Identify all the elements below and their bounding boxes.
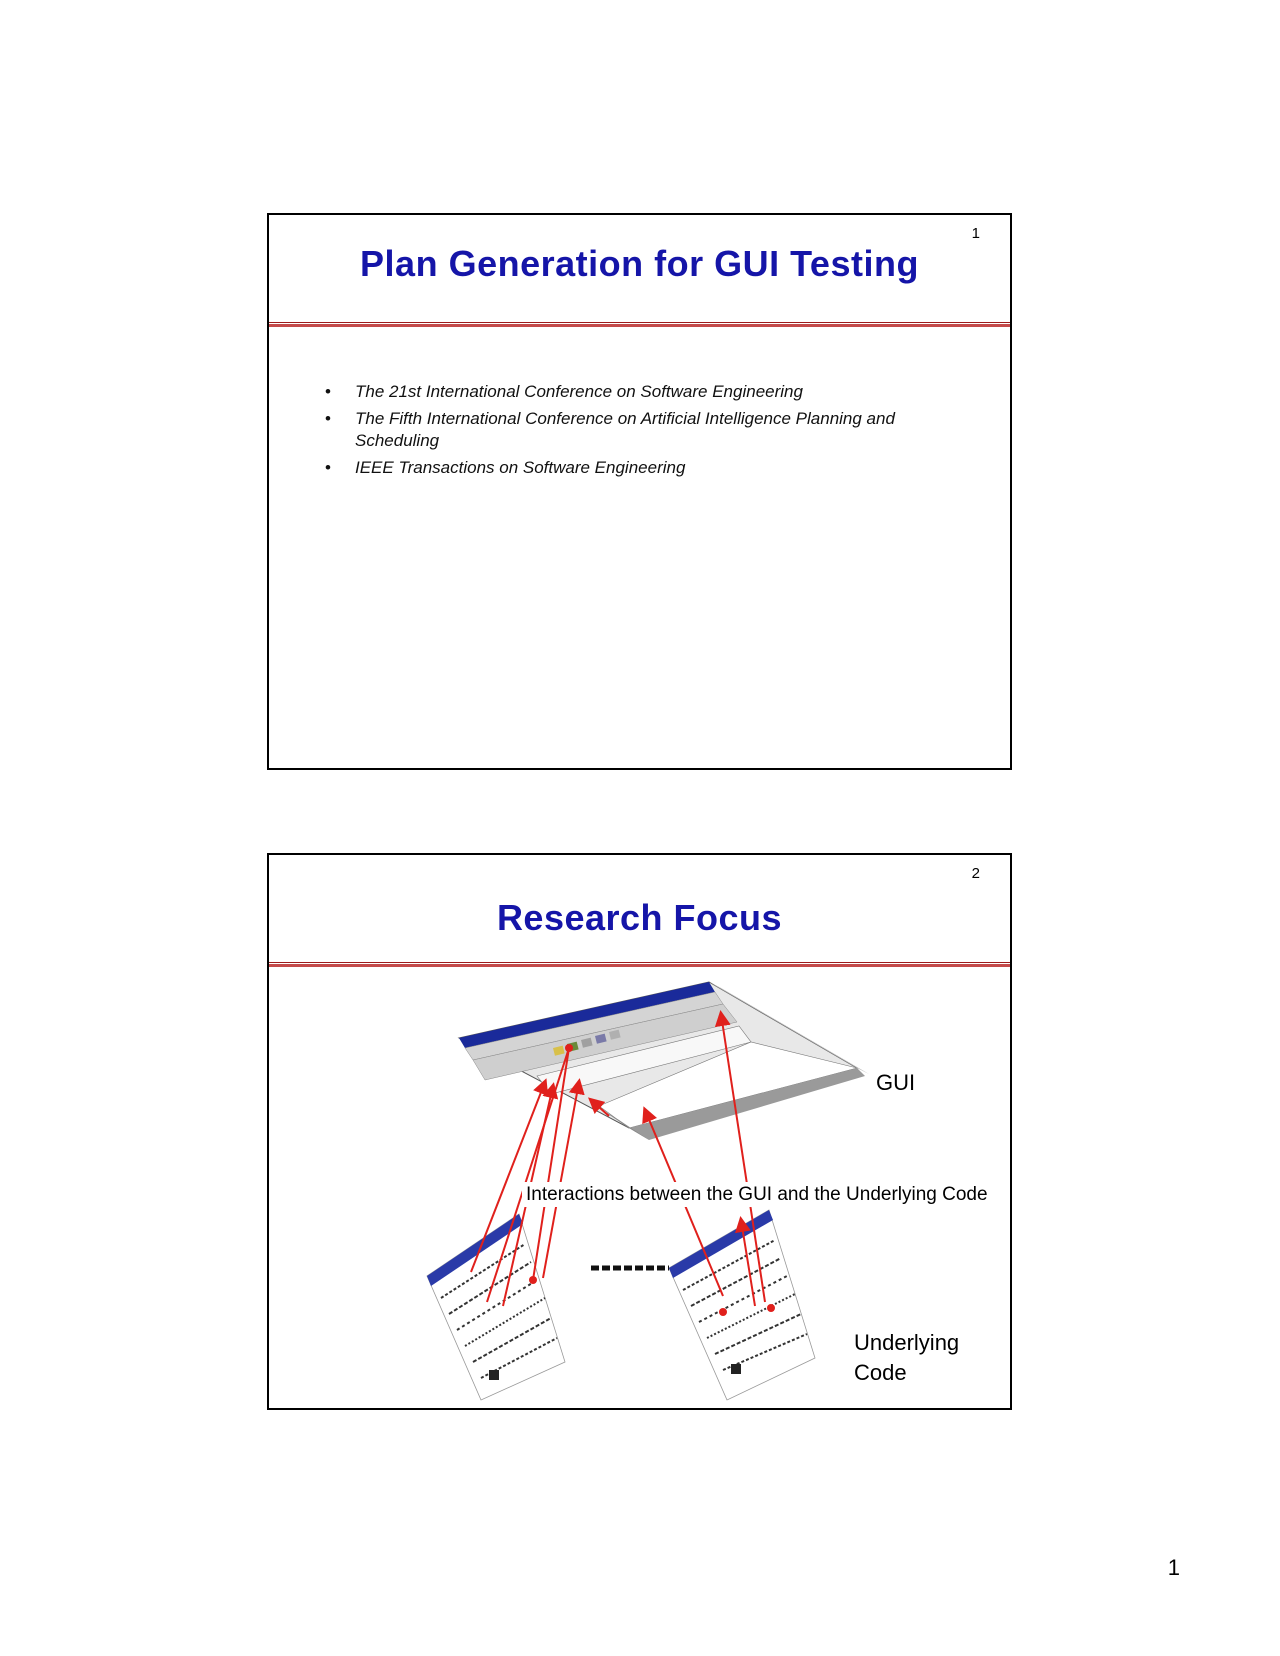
bullet-list: • The 21st International Conference on So… [325, 381, 925, 484]
page-number: 1 [1167, 1555, 1180, 1580]
bullet-text: The 21st International Conference on Sof… [355, 382, 803, 401]
interactions-label: Interactions between the GUI and the Und… [522, 1182, 992, 1207]
slide-title: Plan Generation for GUI Testing [360, 243, 919, 284]
bullet-icon: • [325, 382, 331, 401]
diagram-illustration [426, 981, 869, 1401]
gui-window-illustration [457, 981, 869, 1140]
title-divider [269, 962, 1010, 967]
list-item: • The Fifth International Conference on A… [325, 408, 925, 452]
gui-label: GUI [876, 1070, 916, 1095]
list-item: • IEEE Transactions on Software Engineeri… [325, 457, 925, 479]
bullet-text: The Fifth International Conference on Ar… [355, 409, 895, 450]
slide-1: 1 Plan Generation for GUI Testing • The 2… [267, 213, 1012, 770]
slide-number: 1 [971, 225, 980, 242]
interaction-points [529, 1044, 775, 1316]
title-divider [269, 322, 1010, 327]
underlying-code-label: Underlying Code [854, 1330, 960, 1385]
bullet-icon: • [325, 409, 331, 428]
slide-title: Research Focus [496, 897, 783, 938]
gui-code-diagram: GUI Interactions between the GUI and the… [269, 968, 1010, 1408]
code-page-right [668, 1209, 816, 1401]
slide-2: 2 Research Focus [267, 853, 1012, 1410]
list-item: • The 21st International Conference on So… [325, 381, 925, 403]
slide-number: 2 [971, 865, 980, 882]
bullet-icon: • [325, 458, 331, 477]
bullet-text: IEEE Transactions on Software Engineerin… [355, 458, 686, 477]
code-page-left [426, 1213, 566, 1401]
